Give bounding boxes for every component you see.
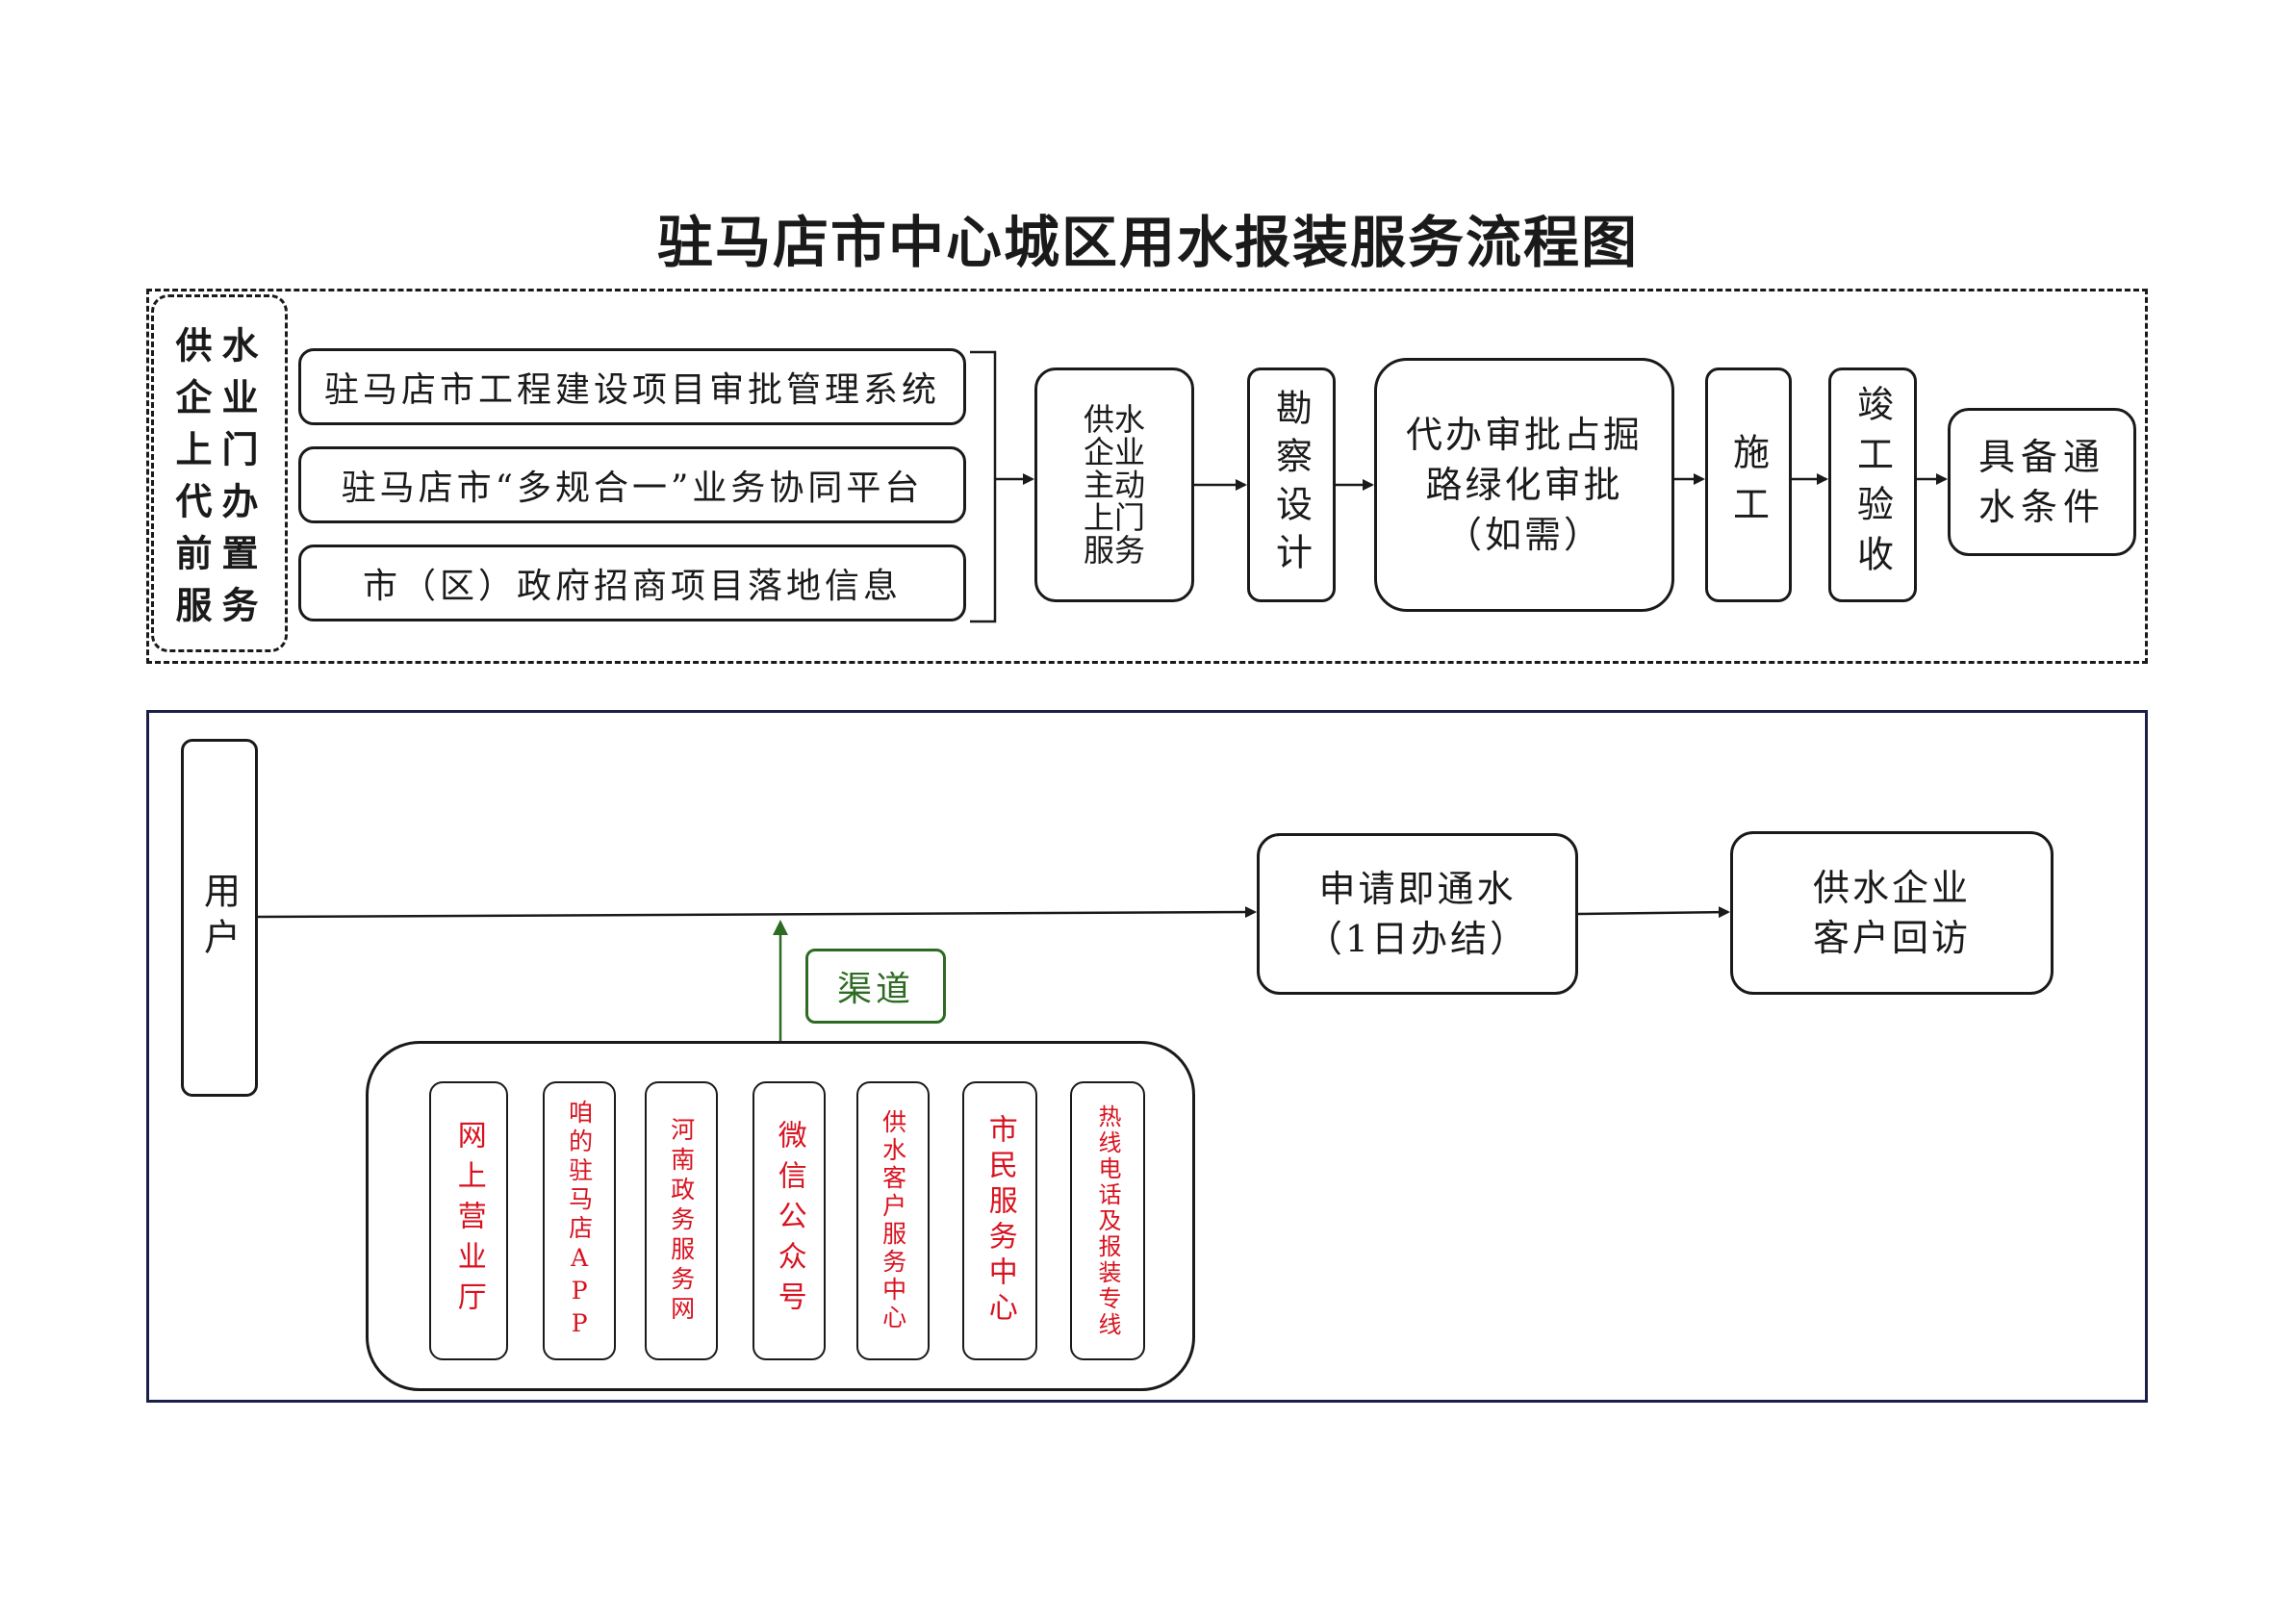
channel-online-hall: 网上营业厅: [429, 1081, 508, 1360]
visit-line1: 供水企业: [1812, 867, 1971, 909]
pre-service-col-a: 水业门办置务: [216, 326, 259, 638]
channel-group: [366, 1041, 1195, 1391]
channel-hotline-label: 热线电话及报装专线: [1094, 1103, 1121, 1338]
pre-service-section: [146, 289, 2148, 664]
source-box-multi-plan: 驻马店市“多规合一”业务协同平台: [298, 446, 966, 523]
channel-henan-gov-label: 河南政务服务网: [667, 1116, 696, 1326]
step-acceptance: 竣工验收: [1828, 367, 1917, 602]
channel-customer-center-label: 供水客户服务中心: [879, 1109, 907, 1332]
step-construction-label: 施工: [1726, 433, 1770, 537]
channel-henan-gov: 河南政务服务网: [645, 1081, 718, 1360]
channel-customer-center: 供水客户服务中心: [856, 1081, 930, 1360]
channel-label-box: 渠道: [805, 949, 946, 1024]
step-approval-line2: 路绿化审批: [1425, 464, 1623, 506]
channel-wechat: 微信公众号: [753, 1081, 826, 1360]
step-survey-label: 勘察设计: [1269, 389, 1313, 581]
visit-box: 供水企业 客户回访: [1730, 831, 2054, 995]
source-box-investment: 市（区）政府招商项目落地信息: [298, 545, 966, 621]
arrow-apply-to-visit: [1577, 906, 1730, 919]
step-ready-line1: 具备通: [1977, 436, 2105, 478]
step-door-service: 供水企业主动上门服务: [1034, 367, 1194, 602]
step-approval-line1: 代办审批占掘: [1405, 414, 1643, 456]
apply-box: 申请即通水 （1日办结）: [1257, 833, 1578, 995]
channel-online-hall-label: 网上营业厅: [451, 1120, 486, 1322]
visit-line2: 客户回访: [1812, 917, 1971, 959]
channel-wechat-label: 微信公众号: [772, 1120, 806, 1322]
channel-app-label: 咱的驻马店APP: [565, 1100, 594, 1342]
source-label: 驻马店市“多规合一”业务协同平台: [341, 469, 924, 508]
arrow-user-to-apply: [257, 906, 1257, 919]
source-bracket: [970, 350, 997, 623]
application-section: [146, 710, 2148, 1403]
page-title: 驻马店市中心城区用水报装服务流程图: [656, 210, 1639, 275]
source-box-project-approval: 驻马店市工程建设项目审批管理系统: [298, 348, 966, 425]
step-ready: 具备通 水条件: [1948, 408, 2136, 556]
step-door-service-label: 供水企业主动上门服务: [1083, 401, 1145, 569]
step-ready-line2: 水条件: [1977, 486, 2105, 528]
user-box: 用户: [181, 739, 258, 1097]
step-approval: 代办审批占掘 路绿化审批 （如需）: [1374, 358, 1674, 612]
apply-line2: （1日办结）: [1305, 918, 1530, 960]
channel-hotline: 热线电话及报装专线: [1070, 1081, 1145, 1360]
source-label: 驻马店市工程建设项目审批管理系统: [323, 370, 940, 410]
channel-label: 渠道: [836, 970, 914, 1009]
pre-service-col-b: 供企上代前服: [169, 326, 213, 638]
pre-service-box: 水业门办置务 供企上代前服: [151, 294, 288, 652]
channel-app: 咱的驻马店APP: [543, 1081, 616, 1360]
step-acceptance-label: 竣工验收: [1850, 385, 1894, 585]
arrow-channels-up-head: [773, 920, 788, 935]
channel-citizen-center: 市民服务中心: [962, 1081, 1037, 1360]
user-label: 用户: [197, 872, 241, 964]
step-construction: 施工: [1705, 367, 1792, 602]
apply-line1: 申请即通水: [1318, 868, 1517, 910]
source-label: 市（区）政府招商项目落地信息: [362, 567, 902, 606]
step-survey: 勘察设计: [1247, 367, 1336, 602]
step-approval-line3: （如需）: [1444, 514, 1603, 556]
channel-citizen-center-label: 市民服务中心: [982, 1114, 1017, 1328]
